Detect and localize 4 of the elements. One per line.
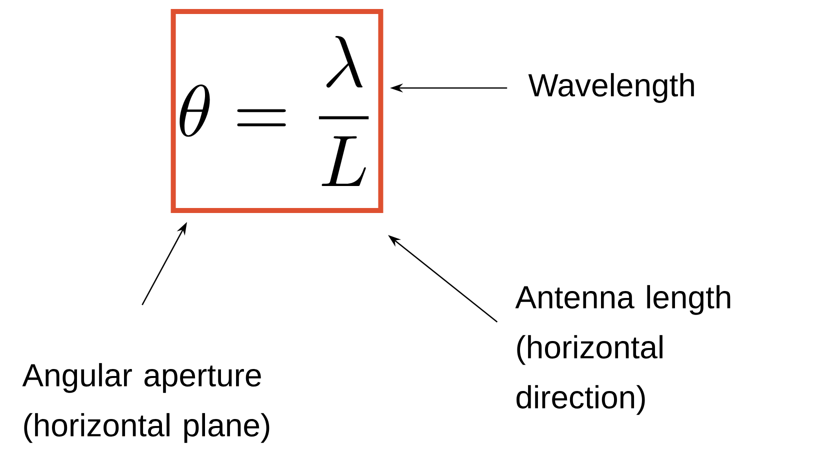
formula-box: $\theta = \frac{\lambda}{L}$ bbox=[170, 9, 384, 213]
annotation-text: Antenna length (horizontal direction) bbox=[515, 285, 730, 415]
annotation-text: Angular aperture (horizontal plane) bbox=[22, 363, 270, 443]
annotation-text: Wavelength bbox=[528, 73, 694, 103]
